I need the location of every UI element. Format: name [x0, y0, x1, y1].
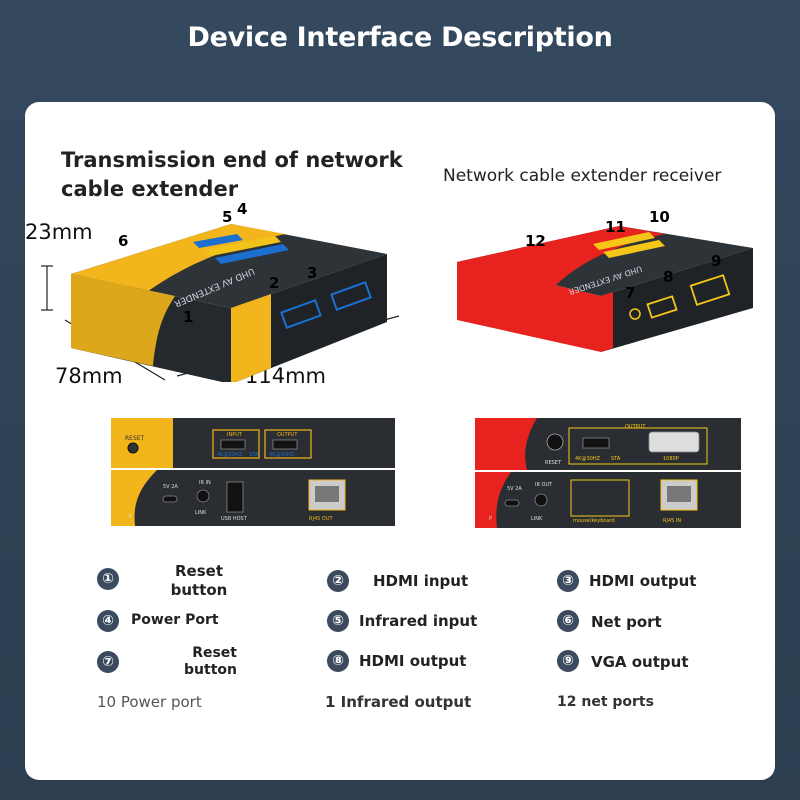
tx-ir-label: IR IN: [199, 480, 211, 486]
callout-5: 5: [222, 208, 232, 226]
legend-label-8: HDMI output: [359, 652, 467, 670]
rx-p-label: P: [489, 516, 492, 522]
rx-ir-label: IR OUT: [535, 482, 553, 488]
tx-reset-label: RESET: [125, 435, 145, 442]
rx-back-panel: 5V 2A IR OUT LINK mouse/keyboard RJ45 IN…: [475, 472, 741, 528]
callout-6: 6: [118, 232, 128, 250]
callout-12: 12: [525, 232, 546, 250]
tx-spec-3: 4K@30HZ: [269, 452, 295, 458]
legend-item-1: ①: [97, 568, 119, 590]
legend-plain-10: 10 Power port: [97, 693, 202, 711]
transmitter-device: UHD AV EXTENDER 5 4 6 1 2 3: [41, 202, 400, 382]
rx-vga-label: 1080P: [663, 456, 679, 462]
tx-spec-2: STA: [249, 452, 259, 458]
callout-3: 3: [307, 264, 317, 282]
tx-spec-1: 4K@30HZ: [217, 452, 243, 458]
transmitter-heading: Transmission end of network cable extend…: [61, 148, 403, 201]
tx-power-label: 5V 2A: [163, 484, 178, 490]
callout-7: 7: [625, 284, 635, 302]
tx-input-label: INPUT: [227, 432, 243, 438]
tx-p-label: P: [129, 514, 132, 520]
legend-item-7: ⑦: [97, 651, 119, 673]
legend-number-6: ⑥: [557, 610, 579, 632]
legend-label-2: HDMI input: [373, 572, 469, 590]
legend-item-3: ③: [557, 570, 579, 592]
legend-item-6: ⑥: [557, 610, 579, 632]
legend-plain-11: 1 Infrared output: [325, 693, 472, 711]
legend-number-3: ③: [557, 570, 579, 592]
legend-number-8: ⑧: [327, 650, 349, 672]
description-card: Transmission end of network cable extend…: [25, 102, 775, 780]
callout-4: 4: [237, 202, 247, 218]
legend-item-5: ⑤: [327, 610, 349, 632]
tx-link-label: LINK: [195, 510, 207, 516]
legend-item-8: ⑧: [327, 650, 349, 672]
legend-number-4: ④: [97, 610, 119, 632]
legend-label-7: Reset button: [184, 645, 237, 678]
callout-11: 11: [605, 218, 626, 236]
tx-back-panel: 5V 2A IR IN LINK USB HOST RJ45 OUT P: [111, 470, 395, 526]
legend-plain-12: 12 net ports: [557, 694, 654, 710]
rx-power-label: 5V 2A: [507, 486, 522, 492]
legend-item-2: ②: [327, 570, 349, 592]
legend-number-7: ⑦: [97, 651, 119, 673]
rx-spec-1: 4K@30HZ: [575, 456, 601, 462]
rx-reset-label: RESET: [545, 460, 562, 466]
legend-item-4: ④: [97, 610, 119, 632]
legend-item-9: ⑨: [557, 650, 579, 672]
rx-output-label: OUTPUT: [625, 424, 646, 430]
legend-label-4: Power Port: [131, 612, 219, 628]
receiver-heading: Network cable extender receiver: [443, 166, 722, 186]
legend-label-9: VGA output: [591, 653, 689, 671]
tx-front-panel: RESET INPUT OUTPUT 4K@30HZ STA 4K@30HZ: [111, 418, 395, 468]
legend-label-3: HDMI output: [589, 572, 697, 590]
receiver-device: UHD AV EXTENDER 11 10 12 7 8 9: [457, 208, 753, 352]
rx-front-panel: RESET OUTPUT 4K@30HZ STA 1080P: [475, 418, 741, 470]
rx-mouse-label: mouse/keyboard: [573, 518, 615, 524]
callout-9: 9: [711, 252, 721, 270]
callout-1: 1: [183, 308, 193, 326]
rx-link-label: LINK: [531, 516, 543, 522]
legend-number-9: ⑨: [557, 650, 579, 672]
tx-rj45-label: RJ45 OUT: [309, 516, 333, 522]
legend-label-1: Reset button: [170, 562, 228, 599]
legend-label-6: Net port: [591, 613, 662, 631]
legend-label-5: Infrared input: [359, 612, 478, 630]
tx-usb-label: USB HOST: [221, 516, 248, 522]
dim-height: 23mm: [25, 220, 93, 244]
dim-depth: 78mm: [55, 364, 123, 388]
page-title: Device Interface Description: [187, 22, 613, 53]
tx-output-label: OUTPUT: [277, 432, 298, 438]
rx-spec-2: STA: [611, 456, 621, 462]
callout-10: 10: [649, 208, 670, 226]
callout-2: 2: [269, 274, 279, 292]
legend-number-1: ①: [97, 568, 119, 590]
rx-rj45-label: RJ45 IN: [663, 518, 681, 524]
legend-number-2: ②: [327, 570, 349, 592]
legend-number-5: ⑤: [327, 610, 349, 632]
callout-8: 8: [663, 268, 673, 286]
